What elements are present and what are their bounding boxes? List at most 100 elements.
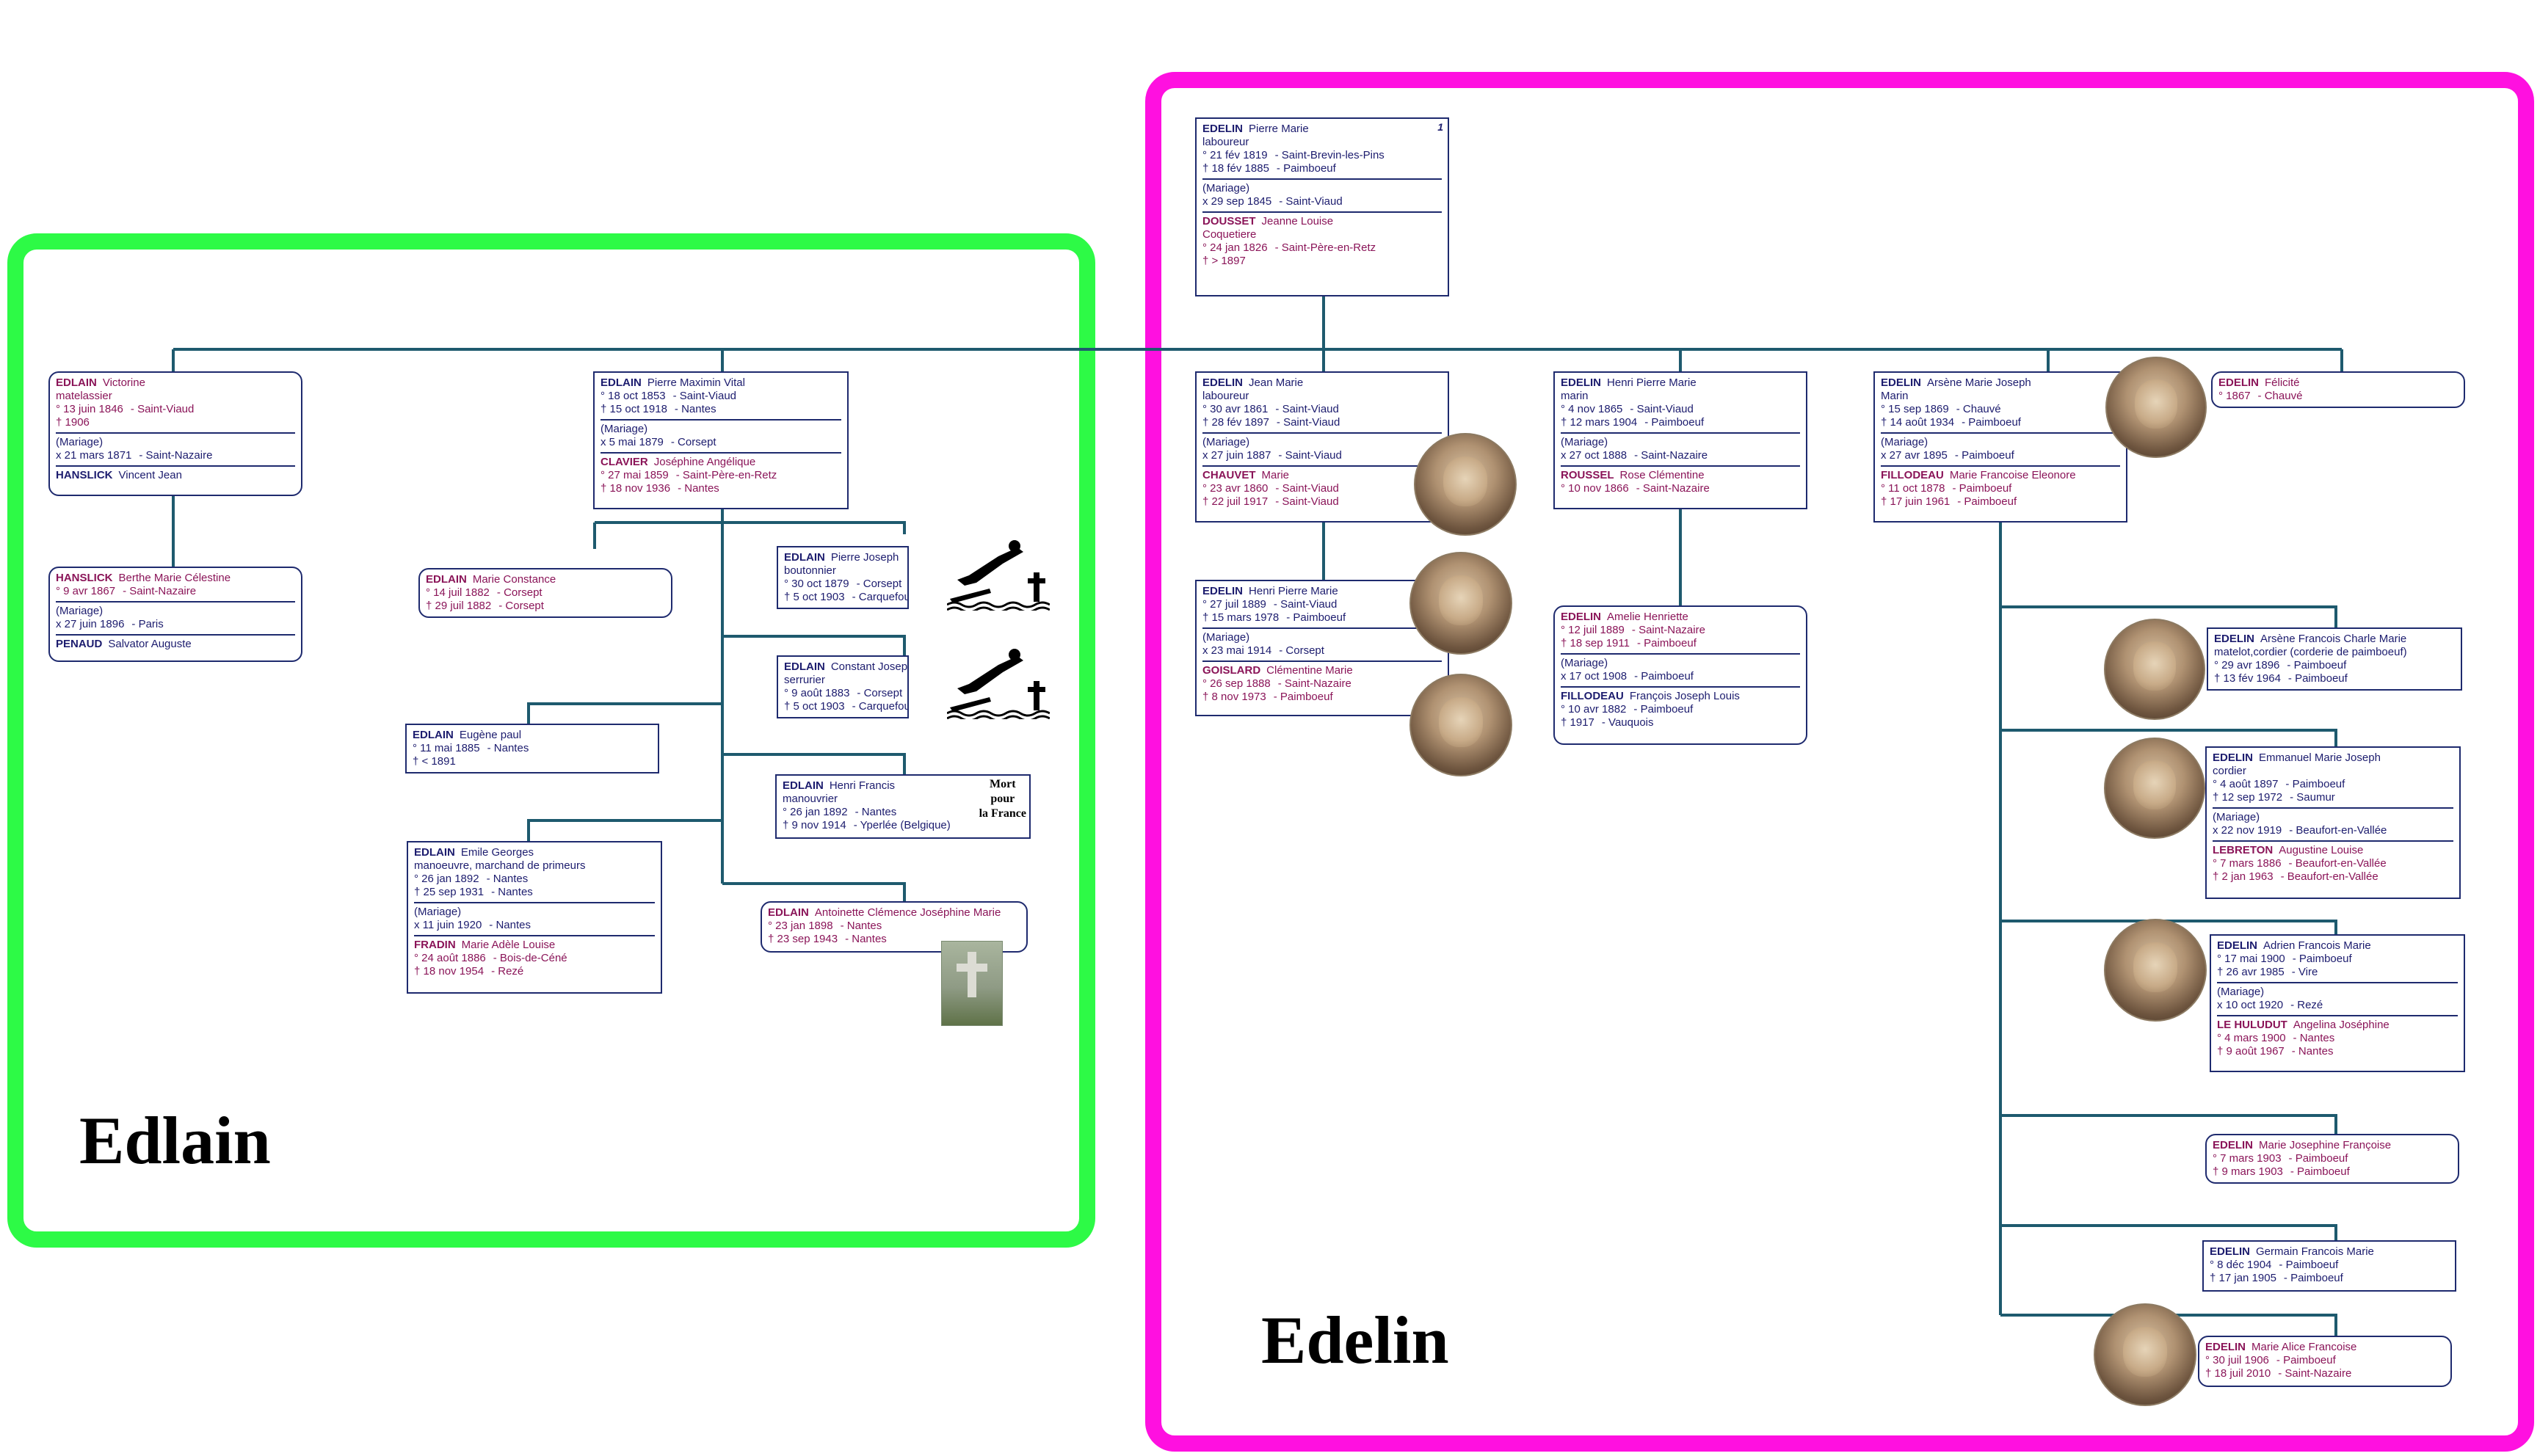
birth-place: - Nantes [486, 873, 529, 885]
spouse-given-names: Clémentine Marie [1266, 664, 1353, 677]
birth-place: - Paimboeuf [2279, 1259, 2339, 1271]
spouse-surname: ROUSSEL [1561, 469, 1614, 481]
death-date: † 28 fév 1897 [1202, 416, 1269, 429]
given-names: Berthe Marie Célestine [118, 572, 231, 584]
spouse-given-names: Angelina Joséphine [2293, 1019, 2390, 1031]
spouse-surname: DOUSSET [1202, 215, 1256, 228]
surname: EDELIN [2205, 1341, 2246, 1353]
marriage-date: x 21 mars 1871 [56, 449, 132, 462]
death-date: † 5 oct 1903 [784, 591, 845, 603]
death-date: † 15 oct 1918 [600, 403, 667, 415]
given-names: Arsène Francois Charle Marie [2260, 633, 2407, 645]
surname: EDLAIN [413, 729, 454, 741]
death-place: - Paimboeuf [2290, 1165, 2350, 1178]
birth-place: - Paimboeuf [2285, 778, 2345, 790]
birth-place: - Chauvé [2257, 390, 2303, 402]
death-date: † 17 jan 1905 [2210, 1272, 2276, 1284]
portrait-photo-emmanuel [2104, 738, 2205, 839]
death-place: - Nantes [674, 403, 716, 415]
marriage-place: - Rezé [2290, 999, 2323, 1011]
marriage-place: - Paris [131, 618, 164, 630]
spouse-birth-date: ° 10 avr 1882 [1561, 703, 1627, 716]
spouse-birth-place: - Saint-Père-en-Retz [675, 469, 777, 481]
spouse-given-names: Augustine Louise [2279, 844, 2364, 856]
spouse-given-names: Joséphine Angélique [653, 456, 756, 468]
surname: EDLAIN [784, 660, 825, 673]
death-date: † 12 mars 1904 [1561, 416, 1638, 429]
given-names: Adrien Francois Marie [2263, 939, 2371, 952]
spouse-surname: FILLODEAU [1561, 690, 1624, 702]
spouse-birth-date: ° 24 jan 1826 [1202, 241, 1268, 254]
surname: EDELIN [2214, 633, 2255, 645]
marriage-place: - Saint-Viaud [1278, 449, 1342, 462]
marriage-date: x 11 juin 1920 [414, 919, 482, 931]
given-names: Constant Josephe [830, 660, 908, 673]
mort-line-1: Mort [990, 778, 1016, 790]
surname: EDELIN [1202, 123, 1244, 135]
death-place: - Paimboeuf [1276, 162, 1336, 175]
surname: EDELIN [1561, 376, 1602, 389]
death-date: † 18 sep 1911 [1561, 637, 1630, 649]
birth-date: ° 23 jan 1898 [768, 920, 833, 932]
birth-date: ° 7 mars 1903 [2213, 1152, 2282, 1165]
birth-place: - Saint-Nazaire [1631, 624, 1705, 636]
spouse-given-names: Marie Francoise Eleonore [1949, 469, 2076, 481]
edlain-branch-frame [7, 233, 1095, 1248]
birth-place: - Corsept [496, 586, 543, 599]
death-date: † 25 sep 1931 [414, 886, 485, 898]
death-place: - Saint-Nazaire [2278, 1367, 2352, 1380]
spouse-death-place: - Paimboeuf [1273, 691, 1333, 703]
occupation: cordier [2213, 765, 2246, 777]
connector-arsene-charles [2000, 605, 2337, 627]
spouse-death-date: † 18 nov 1936 [600, 482, 671, 495]
marriage-date: x 27 oct 1888 [1561, 449, 1628, 462]
spouse-occupation: Coquetiere [1202, 228, 1257, 241]
spouse-birth-date: ° 26 sep 1888 [1202, 677, 1271, 690]
spouse-birth-place: - Nantes [2293, 1032, 2335, 1044]
death-date: † 9 nov 1914 [783, 819, 846, 831]
spouse-birth-place: - Saint-Viaud [1275, 482, 1339, 495]
marriage-date: x 17 oct 1908 [1561, 670, 1628, 682]
death-date: † 26 avr 1985 [2217, 966, 2285, 978]
birth-date: ° 26 jan 1892 [783, 806, 848, 818]
death-date: † 13 fév 1964 [2214, 672, 2281, 685]
death-place: - Paimboeuf [1636, 637, 1697, 649]
birth-date: ° 26 jan 1892 [414, 873, 479, 885]
spouse-given-names: Marie Adèle Louise [461, 939, 556, 951]
marriage-label: (Mariage) [2213, 811, 2260, 823]
birth-date: ° 29 avr 1896 [2214, 659, 2280, 671]
surname: EDELIN [1561, 611, 1602, 623]
edelin-branch-frame [1145, 72, 2534, 1452]
occupation: laboureur [1202, 390, 1249, 402]
given-names: Germain Francois Marie [2256, 1245, 2374, 1258]
birth-place: - Corsept [857, 687, 903, 699]
connector-edlain-top [593, 521, 906, 549]
death-date: † 15 mars 1978 [1202, 611, 1280, 624]
birth-date: ° 30 juil 1906 [2205, 1354, 2269, 1366]
given-names: Pierre Maximin Vital [647, 376, 745, 389]
